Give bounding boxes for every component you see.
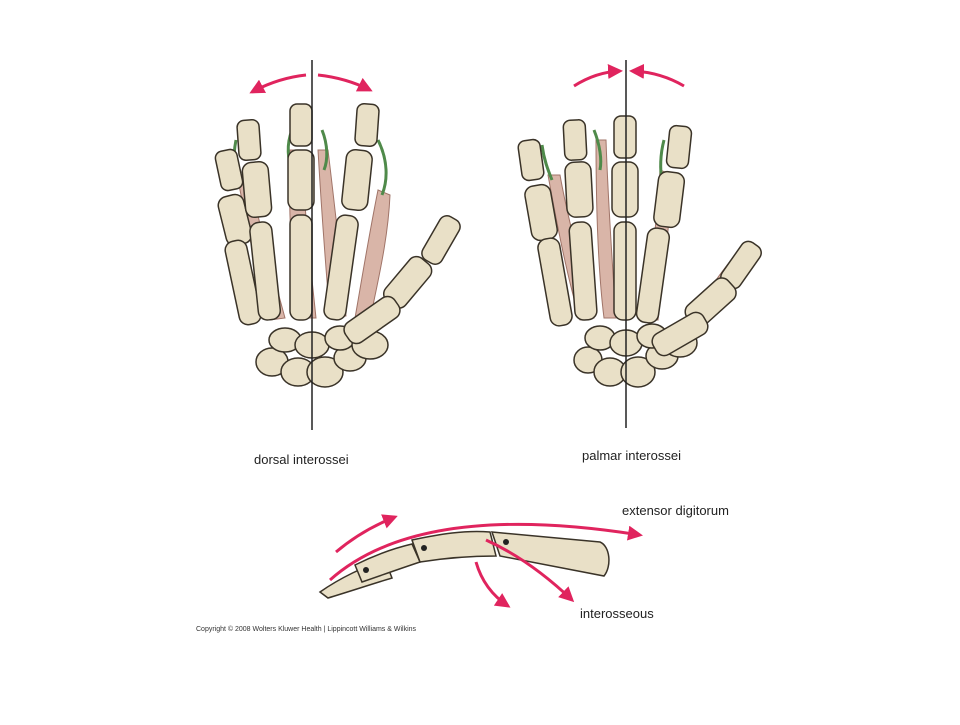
metacarpal xyxy=(490,531,610,577)
palmar-bones xyxy=(517,115,762,357)
extensor-digitorum-label: extensor digitorum xyxy=(622,503,729,518)
dorsal-arrow-left xyxy=(249,73,307,94)
dorsal-arrows xyxy=(249,73,373,94)
dorsal-carpals xyxy=(255,325,389,388)
finger-lateral xyxy=(318,514,643,608)
joint-dots xyxy=(363,539,509,573)
copyright-notice: Copyright © 2008 Wolters Kluwer Health |… xyxy=(196,626,417,633)
palmar-arrow-right xyxy=(629,63,685,88)
axis-lines xyxy=(311,60,627,430)
dorsal-interossei-label: dorsal interossei xyxy=(254,452,349,467)
dorsal-arrow-right xyxy=(317,73,373,92)
extensor-tendon-arrow xyxy=(329,522,643,582)
interosseous-tendon-arrow xyxy=(485,538,575,603)
palmar-interossei-label: palmar interossei xyxy=(582,448,681,463)
dorsal-hand xyxy=(214,103,461,388)
extension-motion-arrow xyxy=(335,514,398,554)
flexion-motion-arrow xyxy=(474,561,511,608)
proximal-phalanx xyxy=(411,530,497,563)
finger-bones xyxy=(318,530,610,599)
extensor-arrows xyxy=(329,514,643,582)
dorsal-bones xyxy=(214,103,461,345)
interosseous-label: interosseous xyxy=(580,606,654,621)
palmar-hand xyxy=(517,115,762,388)
interosseous-arrows xyxy=(474,538,575,608)
palmar-arrows xyxy=(573,63,685,88)
palmar-arrow-left xyxy=(573,64,623,88)
